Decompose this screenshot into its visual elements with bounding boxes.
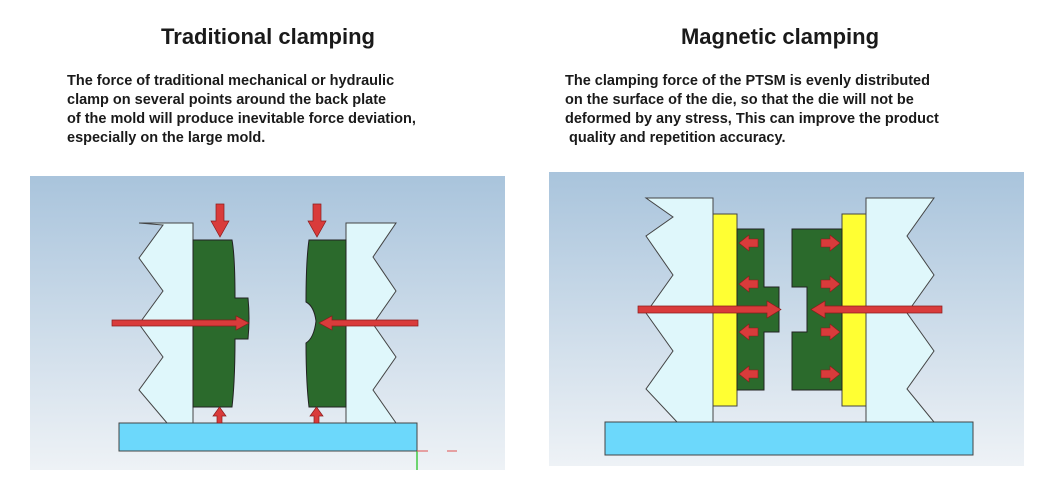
distributed-arrow bbox=[738, 275, 759, 293]
magnetic-clamping-illustration bbox=[549, 172, 1024, 466]
left-distributed-force-arrows bbox=[738, 234, 759, 383]
bottom-force-arrow-left bbox=[212, 406, 227, 424]
top-force-arrow-right bbox=[307, 203, 327, 238]
background bbox=[549, 172, 1024, 466]
horizontal-force-arrow-right bbox=[318, 315, 419, 331]
traditional-clamping-title: Traditional clamping bbox=[161, 24, 375, 49]
distributed-arrow bbox=[820, 365, 841, 383]
distributed-arrow bbox=[738, 234, 759, 252]
horizontal-force-arrow-left bbox=[637, 300, 782, 319]
distributed-arrow bbox=[738, 365, 759, 383]
horizontal-force-arrow-right bbox=[810, 300, 943, 319]
distributed-arrow bbox=[820, 275, 841, 293]
magnetic-clamping-title: Magnetic clamping bbox=[680, 24, 880, 49]
traditional-clamping-description: The force of traditional mechanical or h… bbox=[67, 73, 416, 146]
distributed-arrow bbox=[820, 323, 841, 341]
horizontal-force-arrow-left bbox=[111, 315, 250, 331]
right-distributed-force-arrows bbox=[820, 234, 841, 383]
machine-base bbox=[118, 422, 418, 452]
traditional-clamping-illustration bbox=[30, 176, 505, 470]
distributed-arrow bbox=[738, 323, 759, 341]
magnetic-clamping-description: The clamping force of the PTSM is evenly… bbox=[565, 73, 939, 146]
background bbox=[30, 176, 505, 470]
distributed-arrow bbox=[820, 234, 841, 252]
machine-base bbox=[604, 421, 974, 456]
top-force-arrow-left bbox=[210, 203, 230, 238]
bottom-force-arrow-right bbox=[309, 406, 324, 424]
